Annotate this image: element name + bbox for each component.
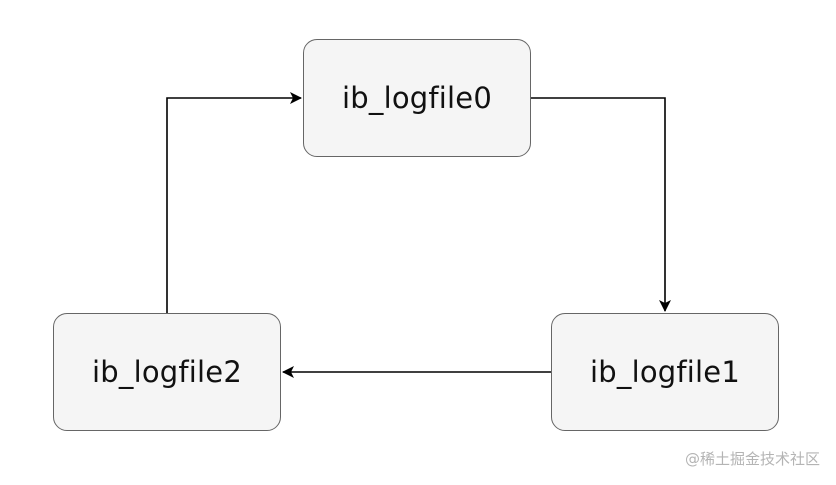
node-label: ib_logfile1	[590, 355, 740, 389]
edge-logfile0-to-logfile1	[531, 97, 671, 312]
watermark-text: @稀土掘金技术社区	[684, 450, 820, 468]
node-label: ib_logfile0	[342, 81, 492, 115]
node-ib-logfile1: ib_logfile1	[551, 313, 779, 431]
node-ib-logfile2: ib_logfile2	[53, 313, 281, 431]
node-label: ib_logfile2	[92, 355, 242, 389]
edge-logfile2-to-logfile0	[166, 92, 302, 313]
node-ib-logfile0: ib_logfile0	[303, 39, 531, 157]
